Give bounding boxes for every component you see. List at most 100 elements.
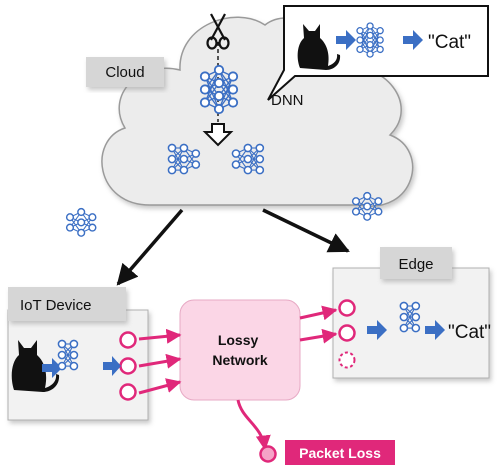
nn-node xyxy=(69,361,79,371)
callout-box xyxy=(267,5,489,101)
nn-node xyxy=(57,361,67,371)
nn-node xyxy=(77,218,86,227)
nn-node xyxy=(376,36,384,44)
iot-device-tag xyxy=(8,287,126,321)
nn-edge xyxy=(369,30,381,55)
nn-node xyxy=(255,165,265,175)
packet-edge-1 xyxy=(338,299,356,317)
callout-output-label: "Cat" xyxy=(428,32,471,53)
nn-node xyxy=(167,143,177,153)
packet-lines xyxy=(138,305,338,451)
packet-iot-2 xyxy=(119,357,137,375)
nn-node xyxy=(363,191,372,201)
nn-node xyxy=(167,154,177,164)
nn-edge xyxy=(218,76,234,110)
nn-node xyxy=(411,301,421,311)
nn-node xyxy=(77,207,86,217)
nn-node xyxy=(255,143,265,153)
iot-device-label: IoT Device xyxy=(20,297,91,314)
packet-edge-missing xyxy=(338,351,356,369)
nn-node xyxy=(77,228,86,237)
packet-loss-label: Packet Loss xyxy=(299,445,381,461)
nn-node xyxy=(366,31,374,40)
edge-network-icon xyxy=(399,301,421,333)
floating-network-right-icon xyxy=(351,191,383,221)
nn-node xyxy=(213,64,225,76)
nn-node xyxy=(227,71,239,82)
nn-node xyxy=(366,22,374,30)
nn-node xyxy=(399,323,409,333)
lossy-network-box xyxy=(179,299,301,401)
packet-edge-2 xyxy=(338,324,356,342)
lossy-network-label: Lossy Network xyxy=(212,332,267,368)
nn-node xyxy=(179,154,189,164)
nn-node xyxy=(231,149,241,158)
split-down-arrow xyxy=(202,123,234,147)
nn-node xyxy=(227,84,239,95)
nn-node xyxy=(376,45,384,54)
nn-node xyxy=(199,97,211,108)
packet-iot-1 xyxy=(119,331,137,349)
nn-node xyxy=(243,165,253,175)
nn-node xyxy=(411,312,421,322)
cat-silhouette-icon xyxy=(297,24,341,70)
nn-node xyxy=(199,84,211,95)
cloud-tag xyxy=(86,57,164,87)
nn-node xyxy=(179,143,189,153)
nn-node xyxy=(351,197,361,206)
nn-node xyxy=(88,213,97,222)
nn-node xyxy=(231,160,241,169)
nn-node xyxy=(69,350,79,360)
iot-network-icon xyxy=(57,339,79,371)
nn-node xyxy=(366,41,374,49)
cloud-part-right-icon xyxy=(231,143,265,175)
cloud-label: Cloud xyxy=(105,64,144,81)
nn-node xyxy=(374,197,383,206)
cloud-part-left-icon xyxy=(167,143,201,175)
nn-node xyxy=(69,339,79,349)
nn-node xyxy=(179,165,189,175)
nn-node xyxy=(88,223,97,232)
nn-node xyxy=(411,323,421,333)
nn-node xyxy=(65,223,75,232)
nn-node xyxy=(199,71,211,82)
nn-node xyxy=(243,154,253,164)
nn-node xyxy=(65,213,75,222)
nn-node xyxy=(399,312,409,322)
nn-edge xyxy=(359,25,371,50)
cat-silhouette-icon-iot xyxy=(11,340,60,392)
callout-network-icon xyxy=(356,22,384,58)
nn-node xyxy=(376,27,384,35)
nn-node xyxy=(356,36,364,44)
lossy-network-line-1: Lossy xyxy=(218,332,259,348)
packet-lost xyxy=(259,445,277,463)
packet-loss-tag xyxy=(285,440,395,465)
nn-node xyxy=(213,77,225,89)
edge-label: Edge xyxy=(398,256,433,273)
nn-node xyxy=(351,207,361,216)
deploy-arrow-edge xyxy=(262,208,350,253)
nn-node xyxy=(57,339,67,349)
nn-node xyxy=(191,149,201,158)
nn-node xyxy=(57,350,67,360)
nn-node xyxy=(255,154,265,164)
nn-node xyxy=(399,301,409,311)
cloud-dnn-network-icon xyxy=(199,64,239,115)
scissors-icon xyxy=(206,13,230,50)
nn-node xyxy=(374,207,383,216)
flow-arrows xyxy=(42,30,445,378)
nn-node xyxy=(213,103,225,115)
nn-node xyxy=(167,165,177,175)
nn-node xyxy=(227,97,239,108)
nn-node xyxy=(363,212,372,221)
nn-node xyxy=(366,50,374,58)
nn-node xyxy=(363,202,372,211)
edge-tag xyxy=(380,247,452,279)
floating-network-left-icon xyxy=(65,207,97,237)
deploy-arrow-iot xyxy=(116,208,184,286)
nn-node xyxy=(243,143,253,153)
edge-output-label: "Cat" xyxy=(448,322,491,343)
nn-node xyxy=(191,160,201,169)
nn-node xyxy=(356,27,364,35)
